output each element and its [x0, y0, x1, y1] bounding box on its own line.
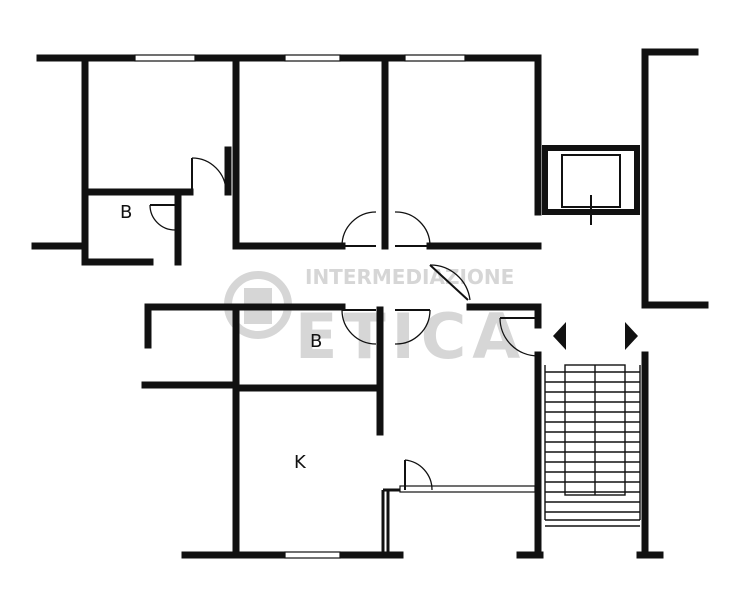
interior-walls	[81, 54, 640, 559]
window	[134, 54, 196, 62]
window	[284, 54, 341, 62]
watermark-line1: INTERMEDIAZIONE	[305, 265, 514, 289]
kitchen-label: K	[294, 452, 307, 473]
left-arrow-icon	[553, 322, 566, 350]
watermark: INTERMEDIAZIONE ETICA	[224, 265, 526, 373]
doors	[149, 157, 539, 491]
window	[284, 551, 341, 559]
exterior-walls	[31, 48, 709, 559]
bathroom-label: B	[310, 331, 322, 352]
staircase	[544, 322, 641, 527]
bathroom-label: B	[120, 202, 132, 223]
windows	[134, 54, 536, 559]
window	[404, 54, 466, 62]
window	[399, 485, 536, 493]
right-arrow-icon	[625, 322, 638, 350]
watermark-line2: ETICA	[295, 300, 526, 373]
